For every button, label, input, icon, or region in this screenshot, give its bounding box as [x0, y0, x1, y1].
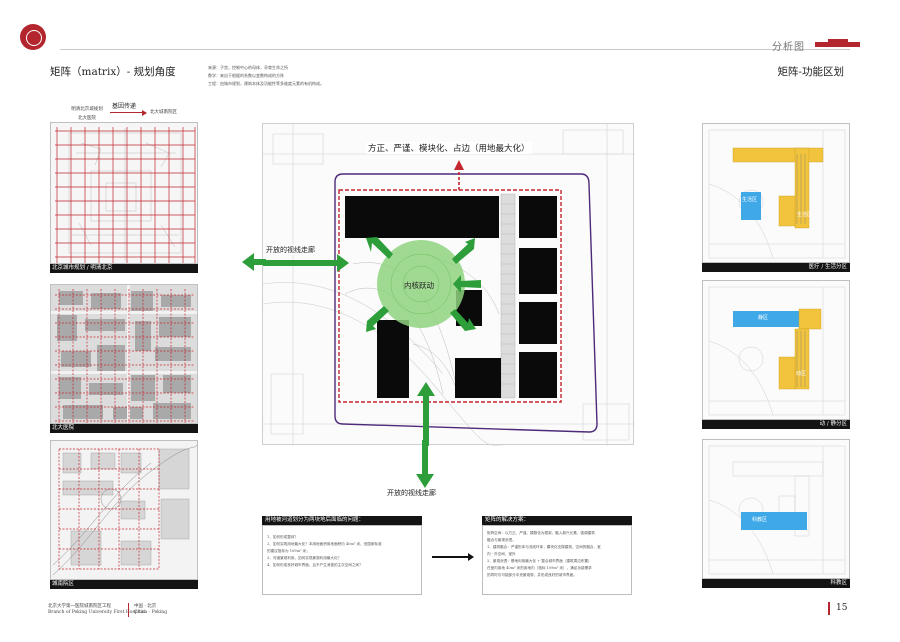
peking-hospital-image — [50, 284, 198, 424]
note-line: 数学：来自于根据的系数以变数构成的方阵 — [208, 73, 284, 78]
solution-item: 矩阵空间：以方正、严谨、模数化为框架，融入新兴元素，强调建筑 — [487, 531, 595, 535]
problem-item: 4、如何形成良好城市界面，且不产生消极的主次空间之间？ — [267, 563, 363, 567]
problems-title: 用地被河道划分为两块地后面临的问题： — [262, 516, 422, 525]
header-divider — [60, 49, 850, 50]
right-title: 矩阵-功能区划 — [777, 66, 844, 78]
caption-education: 科教区 — [702, 579, 850, 588]
education-zoning-image — [702, 439, 850, 579]
note-line: 工程：由城市规划，建筑本体及功能性等多维度元素的有机构成。 — [208, 81, 324, 86]
footer-location-cn: 中国 · 北京 — [134, 604, 157, 609]
zoning-drawing-2 — [708, 286, 846, 416]
problem-item: 1、如何形成整体？ — [267, 535, 299, 539]
zone-label-living-2: 生活区 — [797, 212, 813, 218]
dynamic-static-zoning-image — [702, 280, 850, 420]
legend-arrow-icon — [110, 108, 147, 117]
legend-target: 北大城南院区 — [150, 110, 177, 115]
problem-item: 2、如何实现用地最大化？本用地面积用地面积约 40m² 米，但国家标准 — [267, 542, 382, 546]
problems-box: 1、如何形成整体？ 2、如何实现用地最大化？本用地面积用地面积约 40m² 米，… — [262, 525, 422, 595]
page-title: 矩阵（matrix）- 规划角度 — [50, 66, 176, 78]
legend-source-line: 北大医院 — [78, 116, 96, 121]
page-number-accent — [828, 602, 830, 615]
zoning-drawing-1 — [708, 129, 846, 259]
footer-project: 北京大学第一医院城南院区工程 Branch of Peking Universi… — [48, 604, 145, 616]
solution-item: 2、景观渗透：基地利用最大化 + 整合城市界面（建筑周边布置） — [487, 559, 592, 563]
plan-bottom-annotation: 开放的视线走廊 — [387, 489, 436, 497]
zone-label-quiet: 静区 — [758, 315, 769, 321]
plan-left-annotation: 开放的视线走廊 — [266, 245, 315, 255]
section-accent — [815, 42, 860, 47]
solution-item: 在室内用地 40m² 米的用地内（指标 109m² 米），满足功能需求 — [487, 566, 592, 570]
solution-item: 融合与景观渗透。 — [487, 538, 516, 542]
beijing-city-plan-image — [50, 122, 198, 264]
legend-source: 明清北京城规划 北大医院 — [67, 105, 107, 123]
right-arrow-icon — [432, 553, 474, 561]
campus-plan-drawing — [52, 444, 197, 576]
note-line: 来源：子宫，控制中心的母体，孕育生命之所 — [208, 65, 288, 70]
solution-item: 1、建筑融合：严谨形体与流线环体，模块化支撑建筑，空间的融合，室 — [487, 545, 601, 549]
beijing-grid-drawing — [55, 127, 196, 263]
zone-label-living-1: 生活区 — [742, 197, 758, 203]
south-campus-image — [50, 440, 198, 580]
caption-medical-living: 医疗 / 生活分区 — [702, 263, 850, 272]
footer-divider — [128, 603, 129, 617]
solution-box: 矩阵空间：以方正、严谨、模数化为框架，融入新兴元素，强调建筑 融合与景观渗透。 … — [482, 525, 632, 595]
problem-item: 的建议指标为 109m² 米； — [267, 549, 310, 553]
caption-dynamic-static: 动 / 静分区 — [702, 420, 850, 429]
caption-beijing-plan: 北京城市规划 / 明清北京 — [50, 264, 198, 273]
bottom-arrow-icon — [416, 440, 434, 488]
solution-title: 矩阵的解决方案： — [482, 516, 632, 525]
zoning-drawing-3 — [708, 445, 846, 575]
solution-item: 的同时引可能部分中央景观带，并形成良好的城市界面。 — [487, 573, 577, 577]
core-label: 内核跃动 — [404, 281, 434, 290]
hospital-figure-ground — [51, 285, 197, 423]
footer-location: 中国 · 北京 China · Peking — [134, 604, 167, 616]
footer-location-en: China · Peking — [134, 610, 168, 615]
university-logo — [20, 24, 46, 50]
left-arrow-icon — [242, 253, 266, 271]
legend-gene-label: 基因传递 — [112, 103, 137, 110]
medical-living-zoning-image — [702, 123, 850, 263]
solution-item: 内 - 外空间，室外 — [487, 552, 516, 556]
footer-project-en: Branch of Peking University First Hospit… — [48, 610, 146, 615]
plan-top-annotation: 方正、严谨、模块化、占边（用地最大化） — [366, 142, 532, 154]
section-accent-small — [828, 39, 848, 42]
title-notes: 来源：子宫，控制中心的母体，孕育生命之所 数学：来自于根据的系数以变数构成的方阵… — [208, 64, 398, 88]
legend-source-line: 明清北京城规划 — [71, 107, 103, 112]
footer-project-cn: 北京大学第一医院城南院区工程 — [48, 604, 111, 609]
zone-label-education: 科教区 — [752, 517, 768, 523]
problem-item: 3、河道景观利用，如何实现景观利用最大化？ — [267, 556, 342, 560]
matrix-site-plan — [243, 123, 635, 462]
page-number: 15 — [836, 603, 848, 613]
caption-hospital: 北大医院 — [50, 424, 198, 433]
site-plan-drawing — [243, 124, 635, 462]
section-label: 分析图 — [772, 42, 805, 53]
zone-label-active: 动区 — [796, 371, 807, 377]
caption-south-campus: 城南院区 — [50, 580, 198, 589]
